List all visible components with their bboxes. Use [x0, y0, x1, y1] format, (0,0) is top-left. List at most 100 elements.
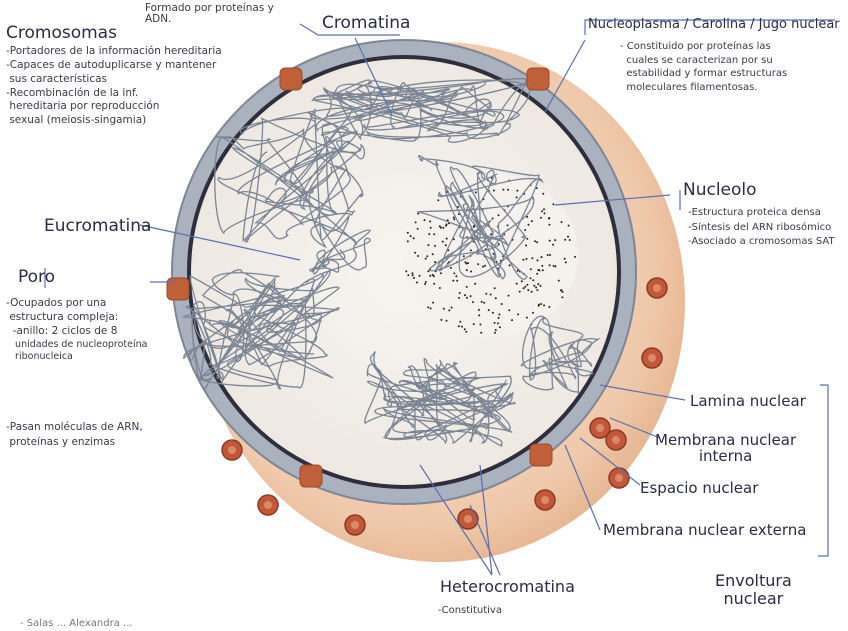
nucleolus-dot: [415, 221, 417, 223]
nucleolus-dot: [488, 309, 490, 311]
nucleolus-dot: [465, 331, 467, 333]
nucleolus-dot: [451, 307, 453, 309]
nucleolus-dot: [419, 275, 421, 277]
nucleolus-dot: [479, 324, 481, 326]
note-line: -Síntesis del ARN ribosómico: [688, 221, 835, 236]
nucleolus-dot: [537, 269, 539, 271]
nucleolus-dot: [554, 239, 556, 241]
nucleolus-dot: [459, 292, 461, 294]
nucleolus-dot: [516, 190, 518, 192]
nucleolus-dot: [446, 238, 448, 240]
nucleolus-dot: [428, 233, 430, 235]
ribosome-core: [596, 424, 604, 432]
nucleolus-dot: [445, 225, 447, 227]
nucleolus-dot: [525, 244, 527, 246]
nucleolus-dot: [440, 272, 442, 274]
ribosome-core: [615, 474, 623, 482]
note-line: -Estructura proteica densa: [688, 206, 835, 221]
nucleolus-dot: [560, 289, 562, 291]
nucleolus-dot: [526, 317, 528, 319]
nucleolus-dot: [429, 275, 431, 277]
nucleolus-dot: [446, 320, 448, 322]
nucleolus-dot: [425, 258, 427, 260]
nucleolus-dot: [536, 241, 538, 243]
nucleolus-dot: [413, 237, 415, 239]
nucleolus-dot: [507, 189, 509, 191]
note-line: - Constituido por proteínas las: [620, 40, 787, 54]
nucleolus-dot: [548, 224, 550, 226]
nucleolus: [402, 173, 578, 337]
poro-notes: -Ocupados por una estructura compleja: -…: [6, 296, 147, 364]
nucleolus-dot: [430, 227, 432, 229]
nucleolus-dot: [548, 306, 550, 308]
nucleolus-dot: [522, 259, 524, 261]
nucleolus-dot: [549, 264, 551, 266]
nucleolus-dot: [490, 233, 492, 235]
nuclear-pore: [280, 68, 302, 90]
nucleolus-dot: [541, 265, 543, 267]
nucleolus-dot: [508, 295, 510, 297]
nucleolus-dot: [508, 309, 510, 311]
nucleolus-dot: [442, 241, 444, 243]
nucleolus-dot: [527, 289, 529, 291]
nucleolus-dot: [532, 279, 534, 281]
nucleolus-dot: [466, 269, 468, 271]
label-espacio: Espacio nuclear: [640, 480, 758, 497]
nucleolus-dot: [558, 280, 560, 282]
nucleolus-dot: [492, 218, 494, 220]
label-cromosomas: Cromosomas: [6, 24, 117, 44]
nucleolus-dot: [432, 302, 434, 304]
note-line: sexual (meiosis-singamia): [6, 114, 222, 128]
ribosome-core: [464, 515, 472, 523]
nucleolus-dot: [427, 270, 429, 272]
nucleolus-dot: [531, 257, 533, 259]
nucleolus-dot: [481, 301, 483, 303]
nucleolus-dot: [484, 265, 486, 267]
label-envoltura: Envoltura nuclear: [715, 572, 792, 607]
note-line: estabilidad y formar estructuras: [620, 67, 787, 81]
nucleolus-dot: [537, 283, 539, 285]
nucleolus-dot: [561, 296, 563, 298]
nucleolus-dot: [567, 236, 569, 238]
nucleolus-dot: [552, 244, 554, 246]
nucleolus-dot: [439, 287, 441, 289]
label-poro: Poro: [18, 268, 55, 288]
nucleolus-dot: [569, 239, 571, 241]
nucleolus-dot: [528, 224, 530, 226]
nuclear-pore: [527, 68, 549, 90]
nucleolus-dot: [516, 283, 518, 285]
nucleolus-dot: [464, 328, 466, 330]
pasan-notes: -Pasan moléculas de ARN, proteínas y enz…: [6, 420, 143, 449]
nucleolus-dot: [498, 214, 500, 216]
nucleolus-dot: [407, 274, 409, 276]
note-line: -Recombinación de la inf.: [6, 87, 222, 101]
nucleolus-dot: [407, 240, 409, 242]
nucleolus-dot: [565, 261, 567, 263]
label-heterocromatina: Heterocromatina: [440, 578, 575, 596]
nucleolus-dot: [464, 294, 466, 296]
nucleolus-dot: [537, 259, 539, 261]
nucleolus-dot: [530, 268, 532, 270]
note-line: -Ocupados por una: [6, 296, 147, 310]
ribosome-core: [648, 354, 656, 362]
nucleolus-dot: [542, 193, 544, 195]
nucleolus-dot: [458, 325, 460, 327]
note-line: sus características: [6, 73, 222, 87]
nucleolus-dot: [429, 220, 431, 222]
nucleolus-dot: [531, 291, 533, 293]
nucleolus-dot: [413, 277, 415, 279]
nucleolus-dot: [452, 280, 454, 282]
nucleolus-dot: [426, 255, 428, 257]
nucleolus-dot: [416, 282, 418, 284]
nucleolus-dot: [459, 321, 461, 323]
nucleolus-dot: [453, 218, 455, 220]
nucleolus-dot: [529, 277, 531, 279]
nucleolus-dot: [543, 208, 545, 210]
nucleolus-dot: [507, 224, 509, 226]
nucleolus-dot: [548, 217, 550, 219]
nucleolus-dot: [470, 271, 472, 273]
label-cromatina: Cromatina: [322, 14, 410, 34]
nucleolus-dot: [564, 239, 566, 241]
nucleolus-dot: [540, 217, 542, 219]
nucleolus-dot: [495, 329, 497, 331]
